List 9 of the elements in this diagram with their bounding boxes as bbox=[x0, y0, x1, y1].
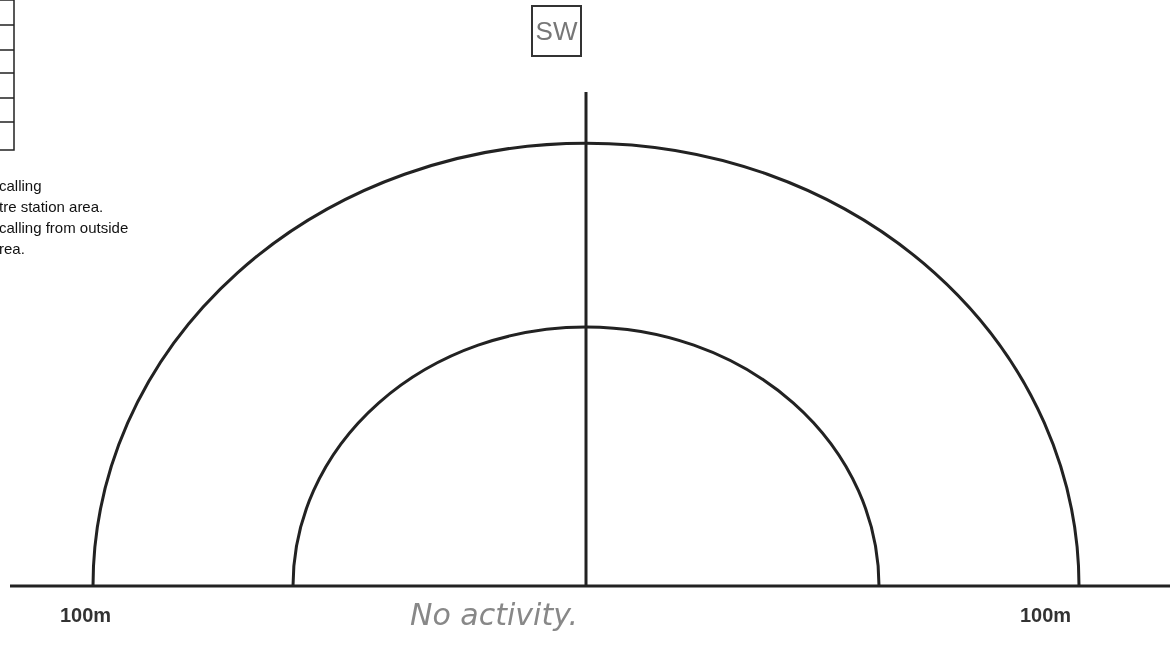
note-text: tre station area. bbox=[0, 198, 104, 215]
distance-label: 100m bbox=[1020, 604, 1072, 627]
note-text: calling bbox=[0, 177, 42, 194]
note-text: calling from outside bbox=[0, 219, 129, 236]
handwritten-text: SW bbox=[535, 15, 578, 47]
distance-label: 100m bbox=[60, 604, 112, 627]
label-box bbox=[531, 5, 582, 57]
handwritten-note: No activity. bbox=[410, 597, 579, 632]
note-text: rea. bbox=[0, 240, 25, 257]
